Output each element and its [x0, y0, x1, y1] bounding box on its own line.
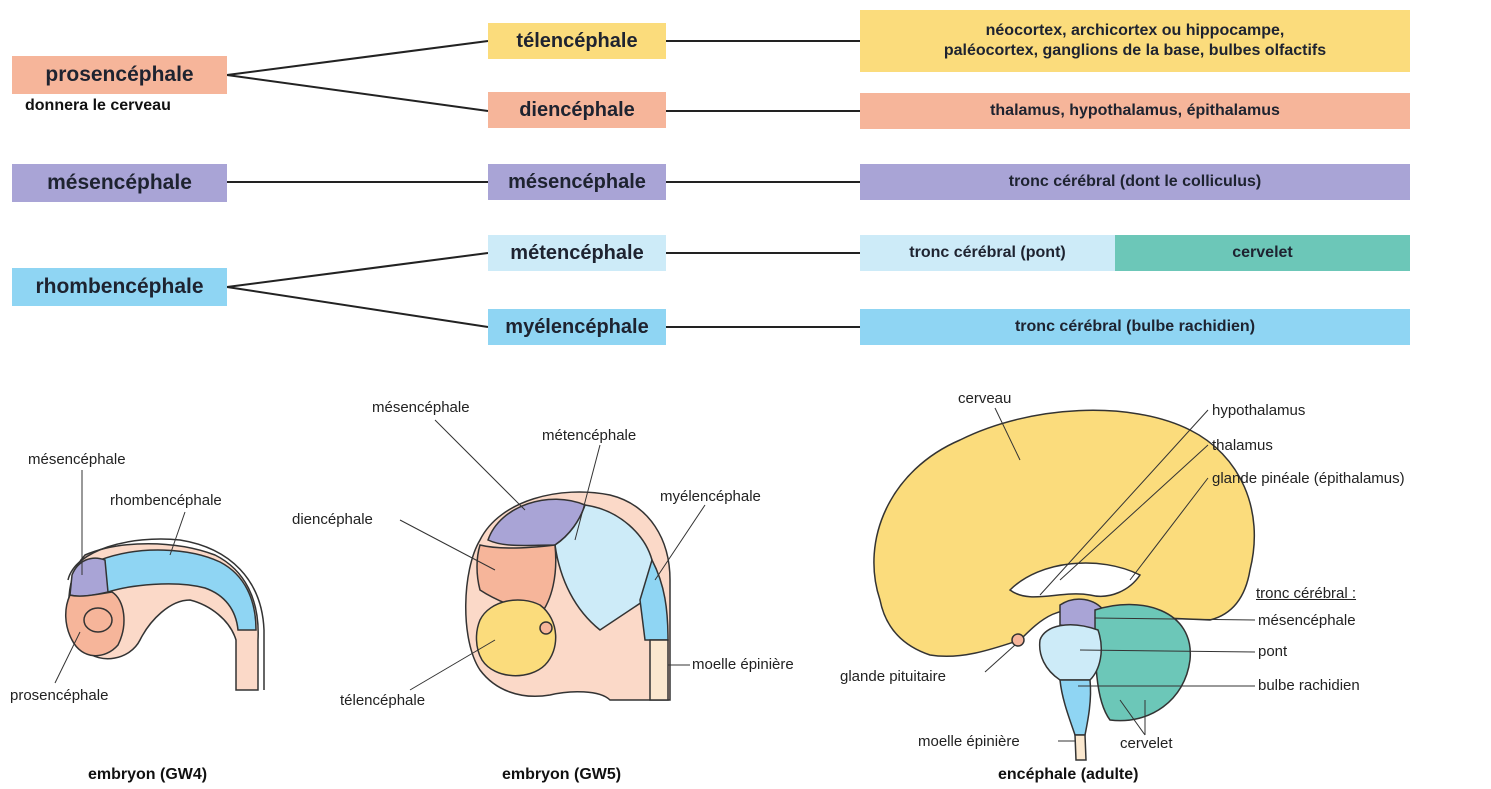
adult-label-pont: pont: [1258, 643, 1287, 660]
gw5-caption: embryon (GW5): [502, 766, 621, 784]
adult-pont-region: [1040, 625, 1102, 680]
adult-label-tronc: tronc cérébral :: [1256, 585, 1356, 602]
gw5-eye: [540, 622, 552, 634]
gw5-label-moelle: moelle épinière: [692, 656, 794, 673]
gw5-telencephale: [476, 600, 555, 676]
embryo-gw4: [66, 539, 264, 690]
adult-label-cervelet: cervelet: [1120, 735, 1173, 752]
gw4-label-prosencephale: prosencéphale: [10, 687, 108, 704]
adult-label-bulbe: bulbe rachidien: [1258, 677, 1360, 694]
gw4-label-rhombencephale: rhombencéphale: [110, 492, 222, 509]
gw5-label-myelencephale: myélencéphale: [660, 488, 761, 505]
embryo-gw5: [466, 492, 670, 700]
gw4-caption: embryon (GW4): [88, 766, 207, 784]
adult-moelle-region: [1075, 735, 1086, 760]
adult-bulbe-region: [1060, 680, 1091, 735]
gw4-mesencephale: [70, 558, 108, 596]
gw4-optic: [84, 608, 112, 632]
adult-label-mesencephale: mésencéphale: [1258, 612, 1356, 629]
adult-cervelet-region: [1095, 604, 1190, 720]
gw4-label-mesencephale: mésencéphale: [28, 451, 126, 468]
gw5-label-mesencephale: mésencéphale: [372, 399, 470, 416]
adult-label-moelle: moelle épinière: [918, 733, 1020, 750]
gw5-label-metencephale: métencéphale: [542, 427, 636, 444]
gw5-label-diencephale: diencéphale: [292, 511, 373, 528]
leader-gw5-mes: [435, 420, 525, 510]
adult-label-glande-pineale: glande pinéale (épithalamus): [1212, 470, 1405, 487]
adult-label-hypothalamus: hypothalamus: [1212, 402, 1305, 419]
adult-brain: [874, 410, 1254, 760]
adult-label-glande-pituitaire: glande pituitaire: [840, 668, 946, 685]
adult-label-thalamus: thalamus: [1212, 437, 1273, 454]
gw5-cord: [650, 640, 668, 700]
adult-caption: encéphale (adulte): [998, 766, 1138, 784]
adult-pituitary: [1012, 634, 1024, 646]
leader-gw4-pros: [55, 632, 80, 683]
adult-label-cerveau: cerveau: [958, 390, 1011, 407]
gw5-label-telencephale: télencéphale: [340, 692, 425, 709]
